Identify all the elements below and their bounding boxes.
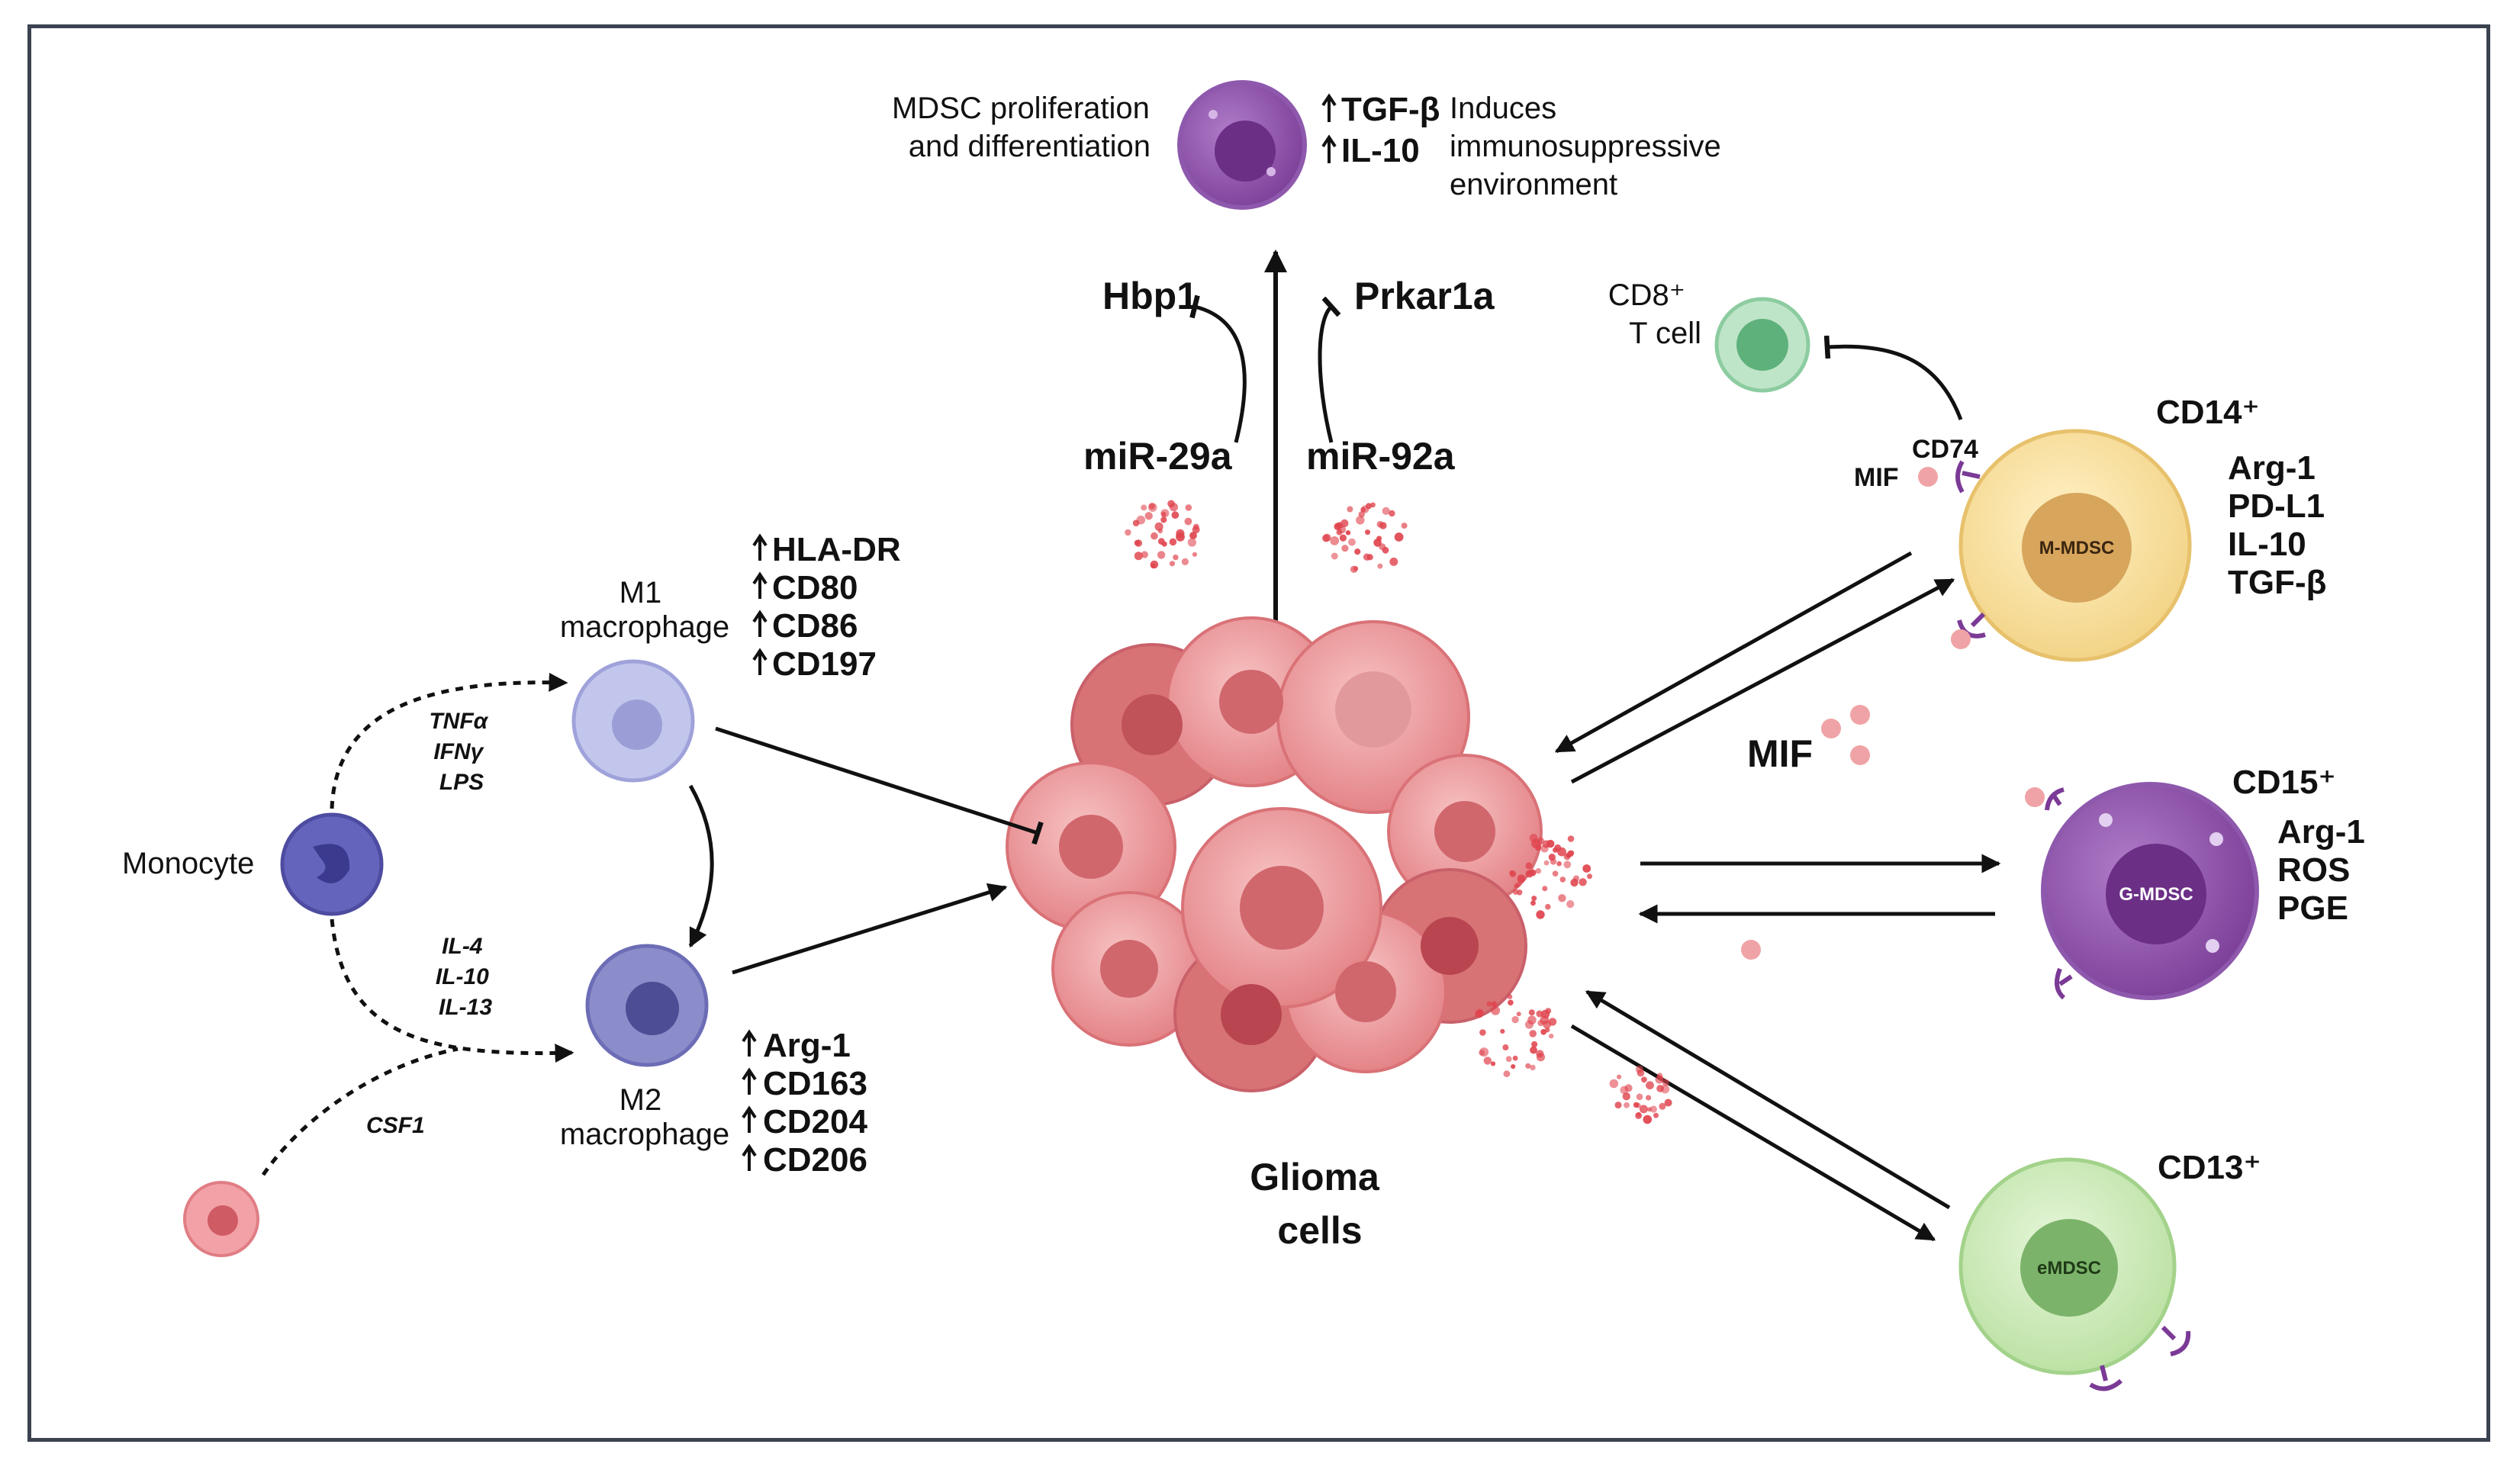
up-arrow-icon: [752, 533, 768, 675]
monocyte-to-m2-arrow: [330, 918, 574, 1063]
g-mdsc-label: G-MDSC: [2119, 884, 2193, 905]
immunosuppressive-text: Induces immunosuppressive environment: [1450, 92, 1730, 201]
mif-particle: [1918, 467, 1938, 487]
monocyte-label: Monocyte: [122, 847, 254, 880]
up-arrow-icon: [1321, 93, 1337, 163]
g-mdsc-cell: [2041, 782, 2259, 1000]
hbp1-label: Hbp1: [1102, 275, 1198, 317]
cd8-t-cell: [1714, 297, 1810, 393]
cd14-label: CD14⁺: [2156, 394, 2260, 431]
mir92a-inhibit-prkar1a: [1318, 296, 1341, 443]
mif-particle: [1951, 629, 1971, 649]
csf1-label: CSF1: [366, 1113, 425, 1138]
monocyte-cell: [280, 812, 384, 916]
csf1-source-cell: [183, 1181, 259, 1257]
m2-macrophage-label: M2 macrophage: [560, 1083, 729, 1151]
mdsc-top-cell: [1177, 80, 1307, 210]
m-mdsc-label: M-MDSC: [2039, 538, 2115, 558]
cd8-t-cell-label: CD8⁺ T cell: [1608, 278, 1701, 350]
m2-markers: Arg-1 CD163 CD204 CD206: [763, 1027, 877, 1179]
mir29a-label: miR-29a: [1083, 435, 1233, 478]
mir29a-inhibit-hbp1: [1189, 294, 1247, 443]
m1-macrophage-cell: [571, 659, 695, 783]
m2-promote-glioma: [732, 883, 1008, 975]
cd13-label: CD13⁺: [2158, 1149, 2261, 1186]
csf1-dashed-line: [261, 1047, 459, 1176]
m2-macrophage-cell: [585, 944, 709, 1067]
e-mdsc-to-glioma-arrow: [1585, 989, 1951, 1210]
cd74-label: CD74: [1912, 435, 1978, 464]
m-mdsc-inhibit-tcell: [1823, 335, 1963, 420]
prkar1a-label: Prkar1a: [1354, 275, 1495, 317]
mif-particle: [1741, 940, 1761, 960]
cd14-markers: Arg-1 PD-L1 IL-10 TGF-β: [2228, 449, 2334, 601]
m1-macrophage-label: M1 macrophage: [560, 576, 729, 644]
cd15-label: CD15⁺: [2232, 764, 2336, 801]
e-mdsc-label: eMDSC: [2037, 1258, 2101, 1279]
cd15-markers: Arg-1 ROS PGE: [2277, 813, 2374, 927]
vesicle-cluster-icon: [1322, 502, 1408, 573]
m1-to-m2-arrow: [688, 784, 714, 948]
mif-particles: [1821, 705, 1870, 765]
m-mdsc-to-glioma-arrow: [1554, 551, 1913, 754]
m1-stimuli: TNFα IFNγ LPS: [429, 709, 494, 795]
mir92a-label: miR-92a: [1306, 435, 1456, 478]
glioma-cells-cluster: [1006, 616, 1543, 1092]
up-arrow-icon: [742, 1029, 757, 1171]
e-mdsc-cell: [1958, 1157, 2177, 1375]
vesicle-cluster-icon: [1509, 834, 1592, 919]
vesicle-cluster-icon: [1609, 1065, 1672, 1124]
m2-stimuli: IL-4 IL-10 IL-13: [436, 934, 495, 1020]
glioma-cells-label: Glioma cells: [1250, 1156, 1389, 1252]
mif-small-label: MIF: [1854, 463, 1899, 492]
glioma-to-e-mdsc-arrow: [1570, 1024, 1936, 1242]
m1-inhibit-glioma: [715, 726, 1044, 845]
vesicle-cluster-icon: [1475, 994, 1557, 1077]
mif-large-label: MIF: [1747, 732, 1813, 775]
mdsc-effect-text: MDSC proliferation and differentiation: [892, 92, 1158, 163]
m1-markers: HLA-DR CD80 CD86 CD197: [772, 531, 910, 683]
receptor-icon: [2089, 1325, 2191, 1391]
tgf-beta-label: TGF-β: [1341, 91, 1440, 128]
receptor-icon: [2045, 787, 2073, 1000]
m-mdsc-cell: [1958, 429, 2192, 662]
vesicle-cluster-icon: [1125, 500, 1200, 569]
glioma-to-m-mdsc-arrow: [1570, 577, 1955, 784]
il10-label: IL-10: [1341, 132, 1420, 169]
mif-particle: [2025, 787, 2045, 807]
